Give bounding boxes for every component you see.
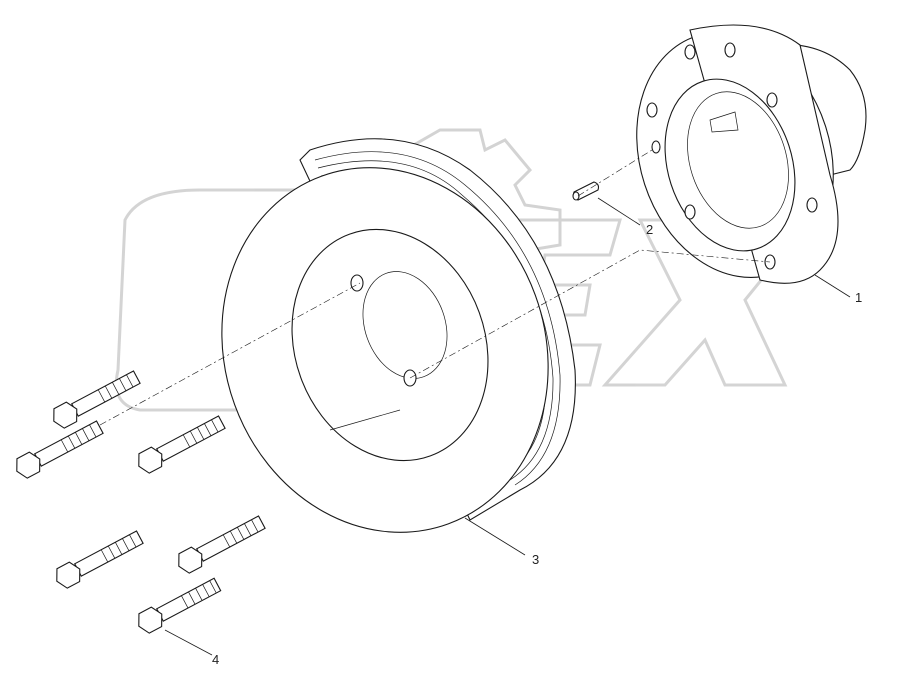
bolt-5 [178, 515, 266, 574]
callout-4: 4 [212, 652, 219, 667]
hub-flange-part [636, 24, 867, 284]
pulley-part [221, 138, 576, 533]
bolt-3 [138, 415, 226, 474]
bolt-4 [56, 530, 144, 589]
bolt-2 [16, 420, 104, 479]
assembly-center-lines [99, 149, 771, 426]
bolt-1 [53, 370, 141, 429]
bolt-group-part [16, 370, 266, 634]
callout-1: 1 [855, 290, 862, 305]
callout-3: 3 [532, 552, 539, 567]
dowel-pin-part [572, 181, 600, 201]
bolt-6 [138, 577, 222, 634]
leader-lines [164, 197, 851, 656]
callout-2: 2 [646, 222, 653, 237]
